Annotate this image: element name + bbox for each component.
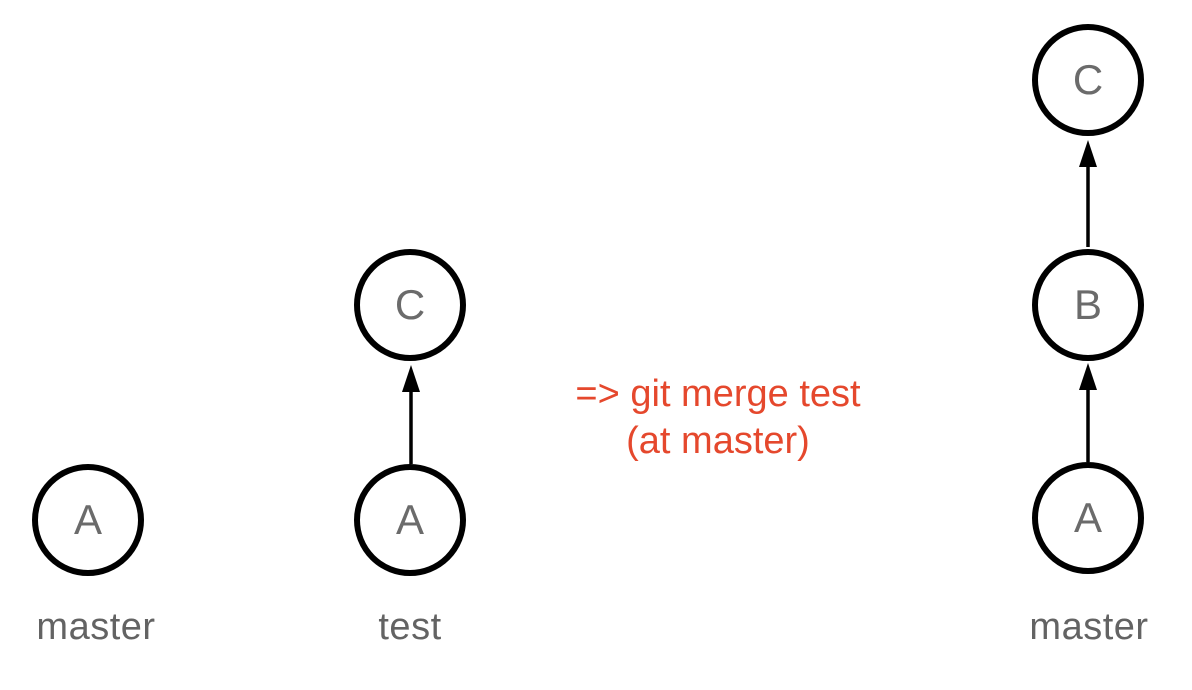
- commit-letter: B: [1073, 281, 1102, 328]
- commit-node-A-test: A: [354, 464, 466, 576]
- commit-letter: A: [73, 496, 102, 543]
- commit-letter: A: [395, 496, 424, 543]
- branch-label-master-after: master: [1029, 606, 1149, 648]
- annotation-line-2: (at master): [626, 420, 810, 462]
- commit-node-A-master-before: A: [32, 464, 144, 576]
- commit-node-A-master-after: A: [1032, 462, 1144, 574]
- commit-letter: A: [1073, 494, 1102, 541]
- branch-label-test: test: [378, 606, 442, 648]
- merge-command-annotation: => git merge test (at master): [518, 371, 918, 465]
- commit-node-C-master-after: C: [1032, 24, 1144, 136]
- annotation-line-1: => git merge test: [575, 373, 861, 415]
- commit-node-B-master-after: B: [1032, 249, 1144, 361]
- commit-node-C-test: C: [354, 249, 466, 361]
- commit-letter: C: [1072, 56, 1104, 103]
- arrow-up-icon: [402, 365, 420, 464]
- arrow-up-icon: [1079, 363, 1097, 462]
- arrow-up-icon: [1079, 140, 1097, 247]
- branch-label-master-before: master: [36, 606, 156, 648]
- commit-letter: C: [394, 281, 426, 328]
